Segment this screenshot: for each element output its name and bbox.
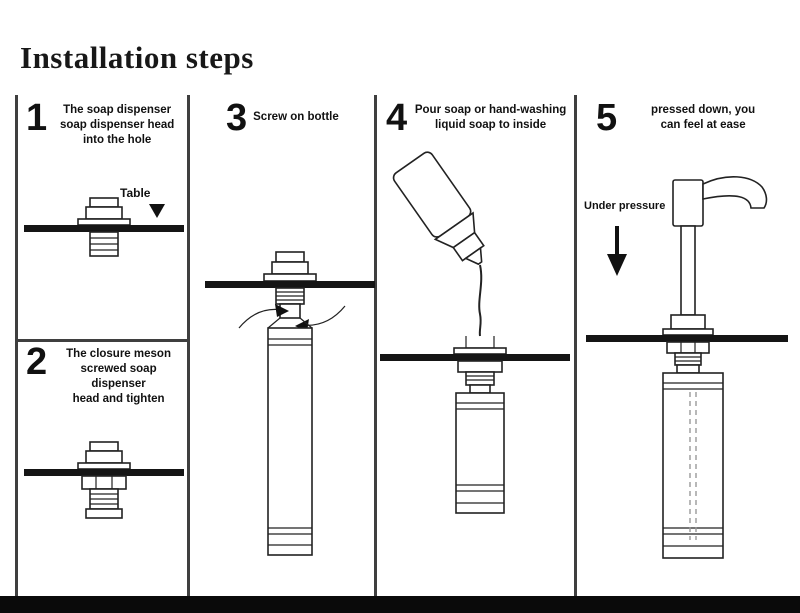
page-title: Installation steps [20, 40, 254, 75]
step4-header: 4 Pour soap or hand-washing liquid soap … [386, 97, 568, 139]
pump-shaft [680, 225, 696, 316]
down-arrow-icon [607, 226, 627, 276]
bottle [267, 317, 313, 556]
soap-stream [478, 264, 483, 337]
panel-divider-3 [574, 95, 577, 596]
threaded-shaft [275, 287, 305, 305]
step4-diagram [380, 151, 570, 514]
pump-head [672, 175, 768, 316]
step5-diagram [586, 175, 788, 559]
step1-header: 1 The soap dispenser soap dispenser head… [26, 97, 182, 148]
dispenser-head [77, 197, 131, 226]
pump-spout [702, 175, 768, 209]
step4-number: 4 [386, 97, 408, 139]
table-label: Table [120, 186, 151, 200]
under-pressure-label: Under pressure [584, 200, 666, 212]
bottle [662, 364, 724, 559]
dispenser-head [662, 314, 714, 336]
locking-nut [81, 475, 127, 490]
table-surface [586, 335, 788, 342]
step1-text: The soap dispenser soap dispenser head i… [59, 104, 175, 146]
table-surface [24, 469, 184, 476]
threaded-shaft [674, 352, 702, 366]
step1-diagram [24, 197, 184, 257]
locking-nut [666, 341, 710, 354]
step2-header: 2 The closure meson screwed soap dispens… [26, 341, 184, 407]
table-surface [380, 354, 570, 361]
step2-diagram [24, 441, 184, 519]
step3-diagram [205, 251, 375, 556]
dispenser-head [453, 336, 507, 355]
locking-nut [457, 360, 503, 373]
table-surface [205, 281, 375, 288]
step5-text: pressed down, you can feel at ease [651, 104, 756, 131]
dispenser-head [77, 441, 131, 470]
step2-number: 2 [26, 341, 48, 383]
step3-header: 3 Screw on bottle [226, 97, 366, 139]
step4-text: Pour soap or hand-washing liquid soap to… [414, 104, 567, 131]
bottle [455, 384, 505, 514]
panel-divider-1 [187, 95, 190, 596]
step3-number: 3 [226, 97, 248, 139]
threaded-shaft [85, 488, 123, 519]
step3-text: Screw on bottle [253, 111, 339, 123]
step5-header: 5 pressed down, you can feel at ease [596, 97, 786, 139]
step5-number: 5 [596, 97, 618, 139]
down-arrow-icon [149, 204, 165, 218]
dispenser-head [263, 251, 317, 282]
step2-text: The closure meson screwed soap dispenser… [66, 348, 171, 405]
threaded-shaft [89, 231, 119, 257]
panel-divider-2 [374, 95, 377, 596]
panel-border-left [15, 95, 18, 596]
bottom-black-bar [0, 596, 800, 613]
table-surface [24, 225, 184, 232]
step1-number: 1 [26, 97, 48, 139]
squeeze-bottle [392, 151, 485, 266]
step1-step2-divider [15, 339, 188, 342]
threaded-shaft [465, 371, 495, 386]
